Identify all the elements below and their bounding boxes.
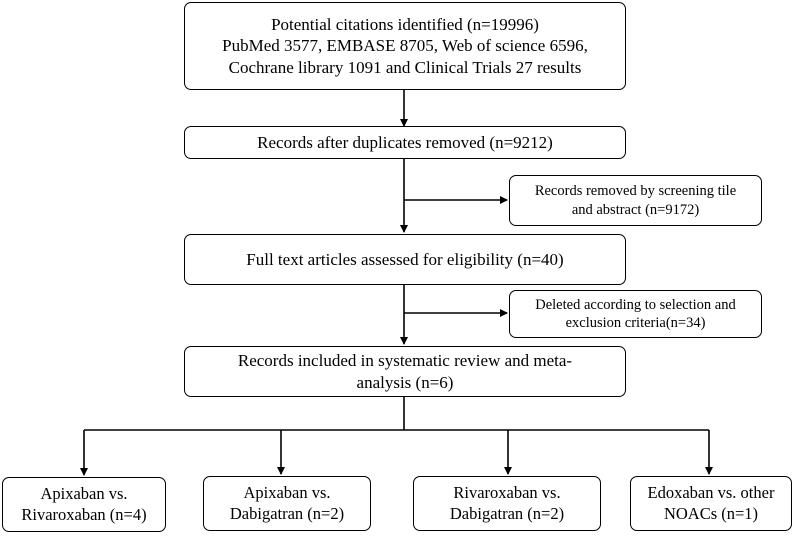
- box-citations-identified: Potential citations identified (n=19996)…: [184, 2, 626, 90]
- box-comparison-rivaroxaban-dabigatran: Rivaroxaban vs. Dabigatran (n=2): [413, 476, 601, 531]
- identified-line-1: Potential citations identified (n=19996): [271, 15, 539, 35]
- comparison-1-line-1: Apixaban vs.: [40, 483, 128, 503]
- comparison-4-line-1: Edoxaban vs. other: [647, 482, 775, 502]
- box-criteria-excluded: Deleted according to selection and exclu…: [509, 290, 762, 338]
- box-records-included: Records included in systematic review an…: [184, 346, 626, 397]
- identified-line-2: PubMed 3577, EMBASE 8705, Web of science…: [222, 36, 588, 56]
- comparison-2-line-1: Apixaban vs.: [243, 482, 331, 502]
- comparison-4-line-2: NOACs (n=1): [663, 503, 759, 523]
- box-comparison-apixaban-rivaroxaban: Apixaban vs. Rivaroxaban (n=4): [2, 477, 166, 532]
- box-full-text-assessed: Full text articles assessed for eligibil…: [184, 234, 626, 285]
- box-duplicates-removed: Records after duplicates removed (n=9212…: [184, 126, 626, 159]
- box-screening-excluded: Records removed by screening tile and ab…: [509, 175, 762, 226]
- comparison-1-line-2: Rivaroxaban (n=4): [21, 504, 147, 524]
- duplicates-removed-text: Records after duplicates removed (n=9212…: [257, 132, 553, 152]
- screening-excluded-line-2: and abstract (n=9172): [571, 201, 700, 218]
- included-line-1: Records included in systematic review an…: [237, 351, 573, 371]
- included-line-2: analysis (n=6): [356, 372, 454, 392]
- box-comparison-edoxaban-noacs: Edoxaban vs. other NOACs (n=1): [630, 476, 792, 531]
- comparison-2-line-2: Dabigatran (n=2): [229, 503, 345, 523]
- comparison-3-line-2: Dabigatran (n=2): [449, 503, 565, 523]
- full-text-text: Full text articles assessed for eligibil…: [246, 249, 564, 269]
- identified-line-3: Cochrane library 1091 and Clinical Trial…: [228, 57, 582, 77]
- box-comparison-apixaban-dabigatran: Apixaban vs. Dabigatran (n=2): [203, 476, 371, 531]
- screening-excluded-line-1: Records removed by screening tile: [534, 183, 737, 200]
- criteria-excluded-line-2: exclusion criteria(n=34): [565, 315, 706, 331]
- criteria-excluded-line-1: Deleted according to selection and: [535, 296, 736, 313]
- comparison-3-line-1: Rivaroxaban vs.: [453, 482, 561, 502]
